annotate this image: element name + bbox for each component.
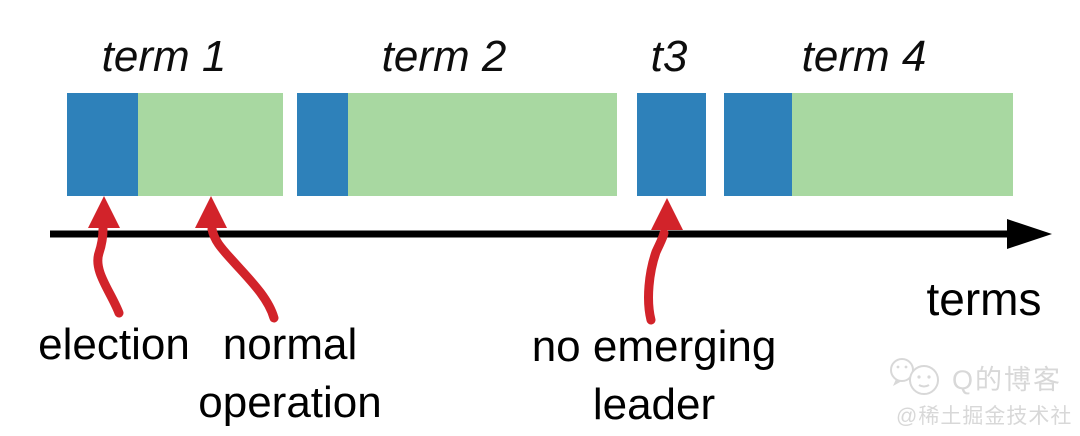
no-leader-caption: no emerging leader — [532, 318, 777, 434]
election-caption-text: election — [38, 320, 190, 369]
term-4-label: term 4 — [801, 32, 927, 81]
term-3-label: t3 — [650, 32, 688, 81]
election-caption: election — [38, 316, 190, 374]
axis-label-terms: terms — [926, 273, 1042, 325]
term-2-normal-operation-segment — [348, 93, 617, 196]
term-1-normal-operation-segment — [138, 93, 283, 196]
term-1-label: term 1 — [101, 32, 227, 81]
normal-operation-caption-line2: operation — [198, 378, 382, 427]
term-3-election-segment — [637, 93, 706, 196]
no-leader-arrow-tail — [644, 228, 669, 325]
term-3-bar — [637, 93, 706, 196]
watermark-blog-name: Q的博客 — [952, 364, 1063, 395]
normal-operation-caption: normal operation — [198, 316, 381, 432]
normal-operation-arrow-head-icon — [195, 196, 227, 228]
term-4-election-segment — [724, 93, 792, 196]
term-4-bar — [724, 93, 1013, 196]
no-leader-arrow-head-icon — [651, 198, 683, 230]
term-1-election-segment — [67, 93, 138, 196]
election-arrow-head-icon — [88, 196, 120, 228]
no-leader-caption-line1: no emerging — [531, 322, 777, 371]
term-2-label: term 2 — [381, 32, 507, 81]
watermark-community: @稀土掘金技术社区 — [896, 405, 1073, 436]
timeline-axis-arrowhead-icon — [1007, 219, 1052, 249]
term-1-bar — [67, 93, 283, 196]
term-2-bar — [297, 93, 617, 196]
no-leader-caption-line2: leader — [592, 380, 716, 429]
normal-operation-arrow-tail — [207, 224, 279, 323]
watermark: Q的博客 @稀土掘金技术社区 — [888, 356, 1080, 436]
watermark-emoji-icon — [890, 358, 939, 395]
normal-operation-caption-line1: normal — [222, 320, 358, 369]
term-2-election-segment — [297, 93, 348, 196]
term-4-normal-operation-segment — [792, 93, 1013, 196]
election-arrow-tail — [93, 224, 124, 318]
